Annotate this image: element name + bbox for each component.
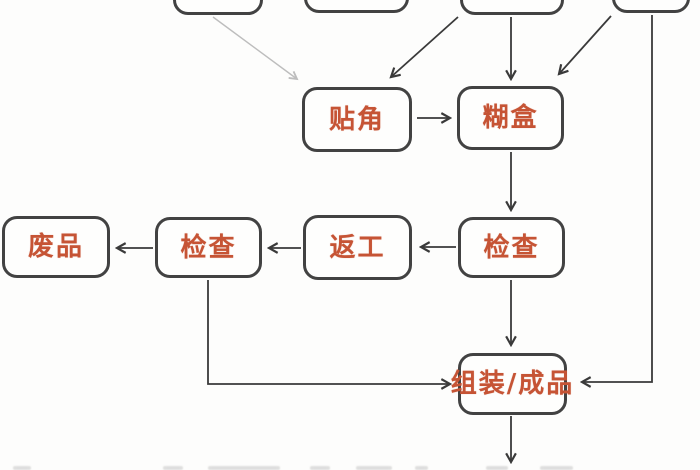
node-top-partial-1 [173,0,263,15]
edge-top1-to-tiejiao [212,16,297,79]
node-jiancha-recheck-label: 检查 [180,232,237,263]
cutoff-artifact [208,466,280,470]
cutoff-artifact [163,466,183,470]
edge-top4-to-huhe [559,15,612,74]
cutoff-artifact [486,466,508,470]
node-zuzhuang-label: 组装/成品 [450,369,575,399]
node-fangong-label: 返工 [329,232,386,263]
node-top-partial-3 [460,0,564,15]
cutoff-artifact [540,466,573,470]
edge-top3-to-tiejiao [391,16,459,77]
cutoff-artifact [310,466,330,470]
edge-jiancha-recheck-to-zuzhuang [207,280,450,384]
node-top-partial-2 [304,0,409,13]
node-jiancha-recheck: 检查 [155,217,262,278]
edge-top4-to-zuzhuang [582,15,653,382]
cutoff-artifact [13,466,31,470]
node-jiancha-main-label: 检查 [483,232,540,263]
node-zuzhuang: 组装/成品 [451,353,572,415]
cutoff-artifact [356,466,392,470]
node-top-partial-4 [612,0,690,13]
node-huhe-label: 糊盒 [482,103,539,133]
node-huhe: 糊盒 [457,86,564,150]
node-feipin-label: 废品 [27,232,84,262]
node-tiejiao: 贴角 [302,87,412,152]
node-tiejiao-label: 贴角 [328,104,385,135]
node-fangong: 返工 [303,215,412,280]
cutoff-artifact [415,466,428,470]
node-feipin: 废品 [2,216,110,278]
node-jiancha-main: 检查 [458,217,565,278]
